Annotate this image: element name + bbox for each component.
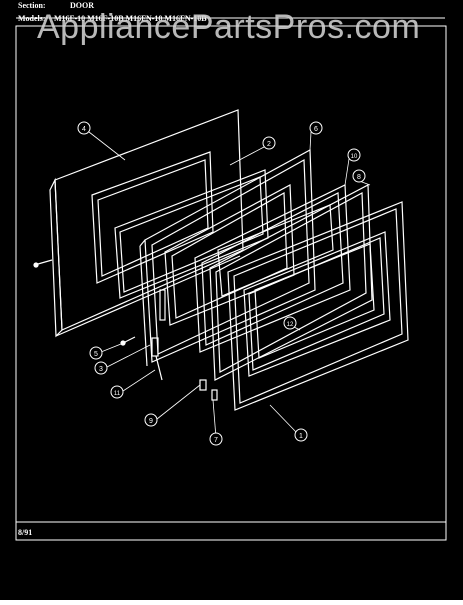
svg-text:5: 5: [94, 351, 98, 358]
callout-8: 8: [352, 169, 366, 183]
door-liner-frame: [209, 184, 373, 381]
svg-text:12: 12: [287, 322, 294, 328]
watermark: AppliancePartsPros.com: [37, 8, 421, 46]
callout-4: 4: [77, 121, 91, 135]
svg-text:7: 7: [214, 437, 218, 444]
window-glass: [254, 243, 375, 359]
callout-1: 1: [294, 428, 308, 442]
callout-7: 7: [209, 432, 223, 446]
callout-2: 2: [262, 136, 276, 150]
diagram-border: [15, 25, 447, 541]
callout-5: 5: [89, 346, 103, 360]
svg-text:3: 3: [99, 366, 103, 373]
callout-leaders: [88, 131, 371, 439]
svg-text:2: 2: [267, 141, 271, 148]
inner-door-liner: [227, 201, 409, 411]
revision-date: 8/91: [18, 528, 33, 537]
callout-12: 12: [283, 316, 297, 330]
svg-text:11: 11: [114, 391, 121, 397]
callout-bubbles: 4 2 6 10 8 5 3 11 9 7 1 12: [77, 121, 366, 446]
callout-11: 11: [110, 385, 124, 399]
svg-text:9: 9: [149, 418, 153, 425]
models-value: M16F-10 M16F-10B M16FN-10 M16FN-10B: [54, 14, 207, 23]
svg-text:10: 10: [351, 154, 358, 160]
section-label: Section:: [18, 1, 46, 10]
callout-10: 10: [347, 148, 361, 162]
callout-3: 3: [94, 361, 108, 375]
inner-door-frame: [139, 149, 316, 367]
svg-text:1: 1: [299, 433, 303, 440]
section-value: DOOR: [70, 1, 94, 10]
callout-9: 9: [144, 413, 158, 427]
models-label: Models:: [18, 14, 46, 23]
svg-text:8: 8: [357, 174, 361, 181]
callout-6: 6: [309, 121, 323, 135]
svg-text:6: 6: [314, 126, 318, 133]
svg-text:4: 4: [82, 126, 86, 133]
inner-glass-pack: [194, 184, 351, 353]
